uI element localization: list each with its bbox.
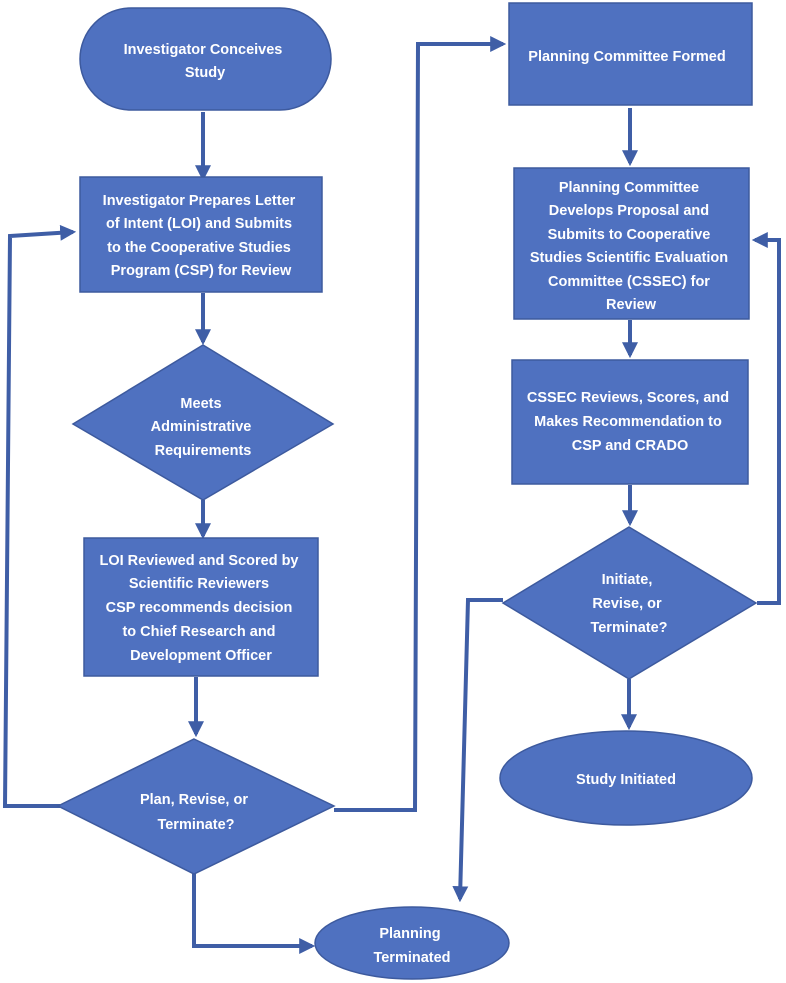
start-node-conceive	[79, 7, 332, 111]
label-develops-proposal: Planning Committee Develops Proposal and…	[530, 180, 732, 313]
label-conceive: Investigator Conceives Study	[124, 42, 287, 81]
process-prepare-loi	[79, 176, 323, 293]
label-committee-formed: Planning Committee Formed	[528, 49, 725, 65]
label-cssec-reviews: CSSEC Reviews, Scores, and Makes Recomme…	[527, 390, 733, 454]
connectors	[2, 36, 781, 954]
process-committee-formed	[508, 2, 753, 106]
process-loi-reviewed	[83, 537, 319, 677]
end-node-study-initiated	[499, 730, 753, 826]
labels: Investigator Conceives Study Investigato…	[99, 42, 733, 966]
process-develops-proposal	[513, 167, 750, 320]
label-planning-terminated: Planning Terminated	[373, 926, 450, 966]
arrow-plan-to-committee	[334, 36, 507, 812]
arrow-revise-loop-right	[751, 232, 781, 605]
decision-meets-requirements	[71, 344, 335, 501]
label-loi-reviewed: LOI Reviewed and Scored by Scientific Re…	[99, 553, 302, 664]
decision-initiate-revise-terminate	[501, 526, 758, 680]
decision-plan-revise-terminate	[56, 738, 336, 875]
label-study-initiated: Study Initiated	[576, 772, 676, 788]
arrow-revise-loop-left	[2, 224, 77, 808]
process-cssec-reviews	[511, 359, 749, 485]
label-prepare-loi: Investigator Prepares Letter of Intent (…	[103, 193, 300, 279]
label-plan-revise-terminate: Plan, Revise, or Terminate?	[140, 792, 252, 833]
arrow-plan-to-terminated	[192, 874, 316, 954]
arrow-initiate-to-terminated	[452, 598, 503, 903]
nodes	[56, 2, 758, 980]
label-initiate-revise-terminate: Initiate, Revise, or Terminate?	[590, 572, 667, 636]
end-node-planning-terminated	[314, 906, 510, 980]
label-meets-requirements: Meets Administrative Requirements	[151, 396, 256, 459]
